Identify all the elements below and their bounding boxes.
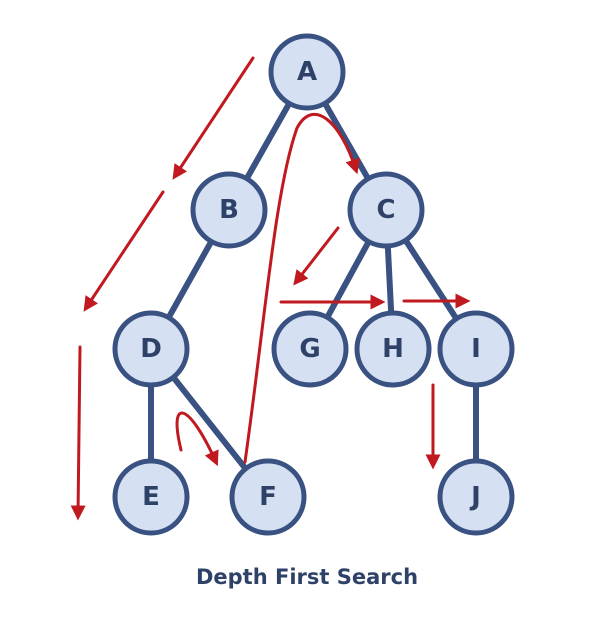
node-b: B <box>190 171 268 249</box>
node-j-label: J <box>469 482 481 512</box>
traversal-arrow-d-to-e <box>70 345 86 521</box>
traversal-arrow-a-to-b <box>172 56 255 180</box>
traversal-arrow-e-to-f <box>175 411 219 467</box>
node-g: G <box>271 310 349 388</box>
node-h-label: H <box>382 334 404 364</box>
node-c: C <box>347 171 425 249</box>
node-c-label: C <box>376 195 395 225</box>
traversal-arrow-b-to-d <box>83 190 165 312</box>
diagram-caption: Depth First Search <box>196 565 418 589</box>
traversal-arrows <box>70 56 471 521</box>
tree-nodes: A B C D E F G H <box>112 33 515 536</box>
node-b-label: B <box>219 195 239 225</box>
traversal-arrow-f-to-c <box>243 112 360 464</box>
node-e-label: E <box>142 482 160 512</box>
node-i: I <box>437 310 515 388</box>
node-f-label: F <box>259 482 277 512</box>
node-j: J <box>437 458 515 536</box>
node-a-label: A <box>297 57 317 87</box>
node-d-label: D <box>140 334 162 364</box>
node-h: H <box>354 310 432 388</box>
traversal-arrow-c-to-g <box>293 226 340 286</box>
node-e: E <box>112 458 190 536</box>
node-f: F <box>229 458 307 536</box>
node-a: A <box>268 33 346 111</box>
node-g-label: G <box>299 334 320 364</box>
node-d: D <box>112 310 190 388</box>
node-i-label: I <box>471 334 481 364</box>
